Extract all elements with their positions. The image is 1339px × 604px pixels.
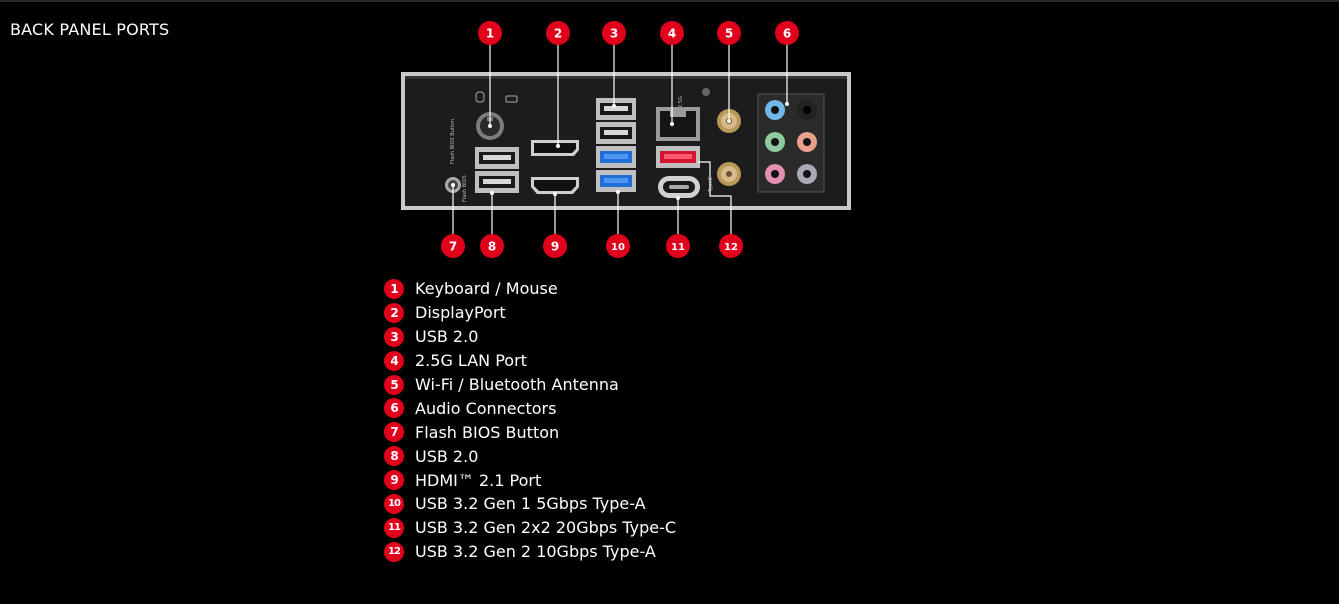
back-panel-diagram: Flash BIOS Button Flash BIOS 2.5G TypeC (380, 14, 880, 264)
callout-1: 1 (478, 21, 502, 45)
legend-item: 4 2.5G LAN Port (384, 349, 676, 373)
hdmi-port[interactable] (531, 177, 579, 194)
lan-port[interactable] (656, 107, 700, 141)
callout-3: 3 (602, 21, 626, 45)
legend-label: DisplayPort (415, 303, 506, 323)
svg-text:2: 2 (554, 27, 562, 41)
legend-label: Keyboard / Mouse (415, 279, 558, 299)
callout-7: 7 (441, 234, 465, 258)
audio-mic-in-jack[interactable] (765, 164, 785, 184)
lan-silkscreen: 2.5G (678, 96, 684, 108)
legend-number-badge: 3 (384, 326, 404, 347)
legend-number-badge: 9 (384, 470, 404, 491)
legend-label: USB 3.2 Gen 2 10Gbps Type-A (415, 542, 656, 562)
legend-number-badge: 8 (384, 446, 404, 467)
legend-label: USB 3.2 Gen 1 5Gbps Type-A (415, 494, 646, 514)
audio-center-sub-jack[interactable] (797, 132, 817, 152)
callout-5: 5 (717, 21, 741, 45)
svg-text:8: 8 (488, 240, 496, 254)
svg-text:12: 12 (724, 242, 738, 253)
audio-line-in-jack[interactable] (765, 100, 785, 120)
legend-number-badge: 10 (384, 493, 404, 514)
legend-item: 5 Wi-Fi / Bluetooth Antenna (384, 373, 676, 397)
legend-label: USB 2.0 (415, 446, 479, 466)
legend-item: 8 USB 2.0 (384, 444, 676, 468)
legend-label: 2.5G LAN Port (415, 351, 527, 371)
callout-4: 4 (660, 21, 684, 45)
usb-gen1-bottom-port[interactable] (596, 170, 636, 192)
usb2-left-bottom-port[interactable] (475, 171, 519, 193)
legend-number-badge: 5 (384, 374, 404, 395)
displayport-port[interactable] (531, 140, 579, 156)
svg-text:7: 7 (449, 240, 457, 254)
page-title: BACK PANEL PORTS (10, 20, 170, 39)
usb2-middle-bottom-port[interactable] (596, 122, 636, 144)
svg-text:3: 3 (610, 27, 618, 41)
svg-text:4: 4 (668, 27, 676, 41)
callout-6: 6 (775, 21, 799, 45)
legend-item: 12 USB 3.2 Gen 2 10Gbps Type-A (384, 540, 676, 564)
svg-text:9: 9 (551, 240, 559, 254)
callout-9: 9 (543, 234, 567, 258)
flash-bios-button-silkscreen: Flash BIOS Button (450, 119, 456, 164)
legend-label: Wi-Fi / Bluetooth Antenna (415, 375, 619, 394)
legend-item: 11 USB 3.2 Gen 2x2 20Gbps Type-C (384, 516, 676, 540)
keyboard-mouse-icon (475, 91, 518, 103)
legend-number-badge: 1 (384, 278, 404, 299)
leader-lines (452, 42, 788, 236)
svg-text:5: 5 (725, 27, 733, 41)
audio-line-out-jack[interactable] (765, 132, 785, 152)
leader-dots (451, 102, 789, 200)
callout-10: 10 (606, 234, 630, 258)
callout-8: 8 (480, 234, 504, 258)
usb-gen2-red-port[interactable] (656, 146, 700, 168)
legend-number-badge: 2 (384, 302, 404, 323)
antenna-connector-bottom[interactable] (717, 162, 741, 186)
legend-item: 3 USB 2.0 (384, 325, 676, 349)
back-panel-svg: Flash BIOS Button Flash BIOS 2.5G TypeC (401, 21, 851, 258)
svg-text:6: 6 (783, 27, 791, 41)
flash-bios-silkscreen: Flash BIOS (462, 175, 468, 202)
legend-item: 2 DisplayPort (384, 301, 676, 325)
legend-number-badge: 4 (384, 350, 404, 371)
audio-side-out-jack[interactable] (797, 164, 817, 184)
legend-item: 1 Keyboard / Mouse (384, 277, 676, 301)
legend-label: USB 2.0 (415, 327, 479, 347)
legend-label: HDMI™ 2.1 Port (415, 470, 542, 490)
legend-label: Flash BIOS Button (415, 422, 560, 442)
typec-silkscreen: TypeC (708, 177, 714, 193)
svg-text:1: 1 (486, 27, 494, 41)
legend-number-badge: 11 (384, 517, 404, 538)
usb-gen1-top-port[interactable] (596, 146, 636, 168)
legend-item: 6 Audio Connectors (384, 396, 676, 420)
port-legend: 1 Keyboard / Mouse 2 DisplayPort 3 USB 2… (384, 277, 676, 564)
callout-12: 12 (719, 234, 743, 258)
svg-text:11: 11 (671, 242, 685, 253)
svg-text:10: 10 (611, 242, 625, 253)
usb-typec-port[interactable] (658, 176, 700, 198)
legend-label: Audio Connectors (415, 398, 557, 418)
legend-number-badge: 12 (384, 541, 404, 562)
legend-label: USB 3.2 Gen 2x2 20Gbps Type-C (415, 518, 677, 538)
callout-2: 2 (546, 21, 570, 45)
audio-rear-out-jack[interactable] (797, 100, 817, 120)
callout-11: 11 (666, 234, 690, 258)
legend-number-badge: 6 (384, 398, 404, 419)
usb2-left-top-port[interactable] (475, 147, 519, 169)
legend-number-badge: 7 (384, 422, 404, 443)
usb2-middle-top-port[interactable] (596, 98, 636, 120)
legend-item: 7 Flash BIOS Button (384, 420, 676, 444)
legend-item: 10 USB 3.2 Gen 1 5Gbps Type-A (384, 492, 676, 516)
top-divider (0, 0, 1339, 2)
legend-item: 9 HDMI™ 2.1 Port (384, 468, 676, 492)
